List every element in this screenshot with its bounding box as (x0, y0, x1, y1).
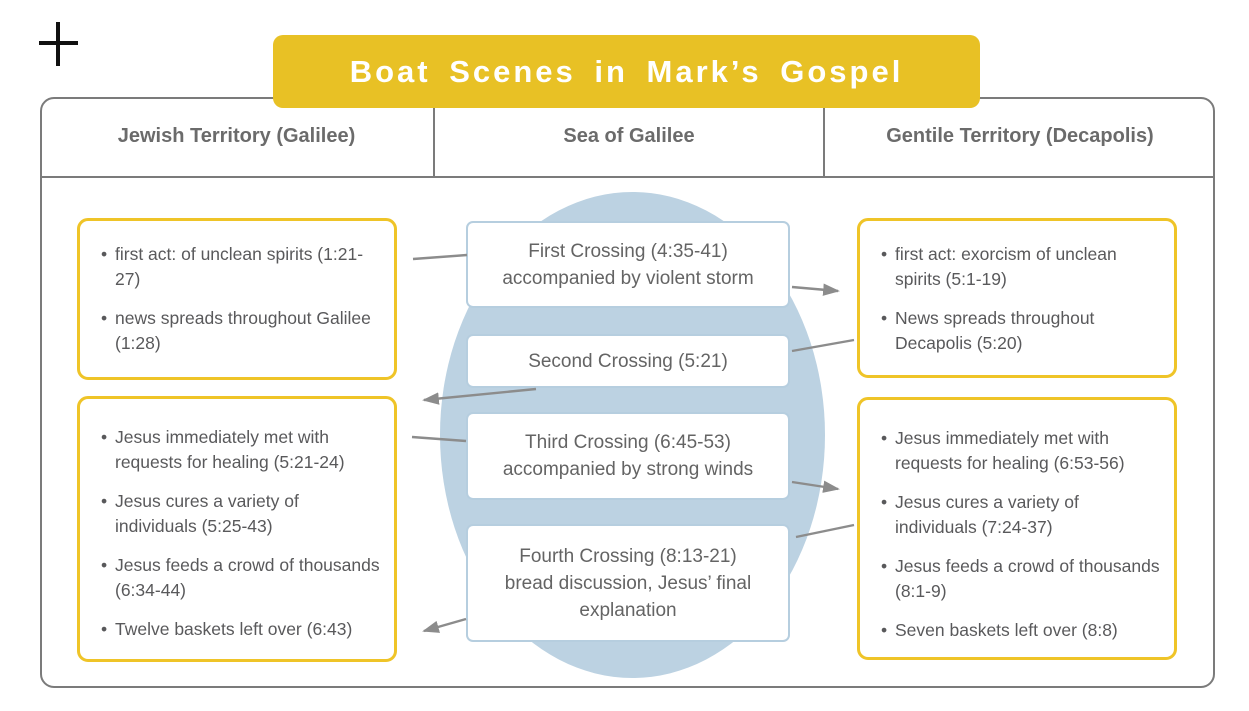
diagram-title-banner: Boat Scenes in Mark’s Gospel (273, 35, 980, 108)
decapolis-notes-box-top: first act: exorcism of unclean spirits (… (857, 218, 1177, 378)
fourth-crossing-line-1: Fourth Crossing (8:13-21) (519, 545, 737, 567)
list-item: news spreads throughout Galilee (1:28) (101, 306, 380, 356)
diagram-title: Boat Scenes in Mark’s Gospel (349, 53, 904, 89)
list-item: Jesus feeds a crowd of thousands (8:1-9) (881, 554, 1160, 604)
header-sea-of-galilee: Sea of Galilee (433, 97, 825, 176)
list-item: first act: of unclean spirits (1:21-27) (101, 242, 380, 292)
second-crossing-box: Second Crossing (5:21) (466, 334, 790, 388)
header-row: Jewish Territory (Galilee) Sea of Galile… (40, 97, 1215, 178)
list-item: first act: exorcism of unclean spirits (… (881, 242, 1160, 292)
list-item: Jesus feeds a crowd of thousands (6:34-4… (101, 553, 380, 603)
list-item: Jesus immediately met with requests for … (101, 425, 380, 475)
header-jewish-territory: Jewish Territory (Galilee) (117, 125, 356, 147)
first-crossing-line-2: accompanied by violent storm (502, 267, 754, 289)
crosshair-cursor (39, 22, 78, 66)
header-gentile-territory: Gentile Territory (Decapolis) (886, 125, 1154, 147)
list-item: News spreads throughout Decapolis (5:20) (881, 306, 1160, 356)
list-item: Seven baskets left over (8:8) (881, 618, 1160, 643)
fourth-crossing-line-3: explanation (579, 599, 677, 621)
first-crossing-line-1: First Crossing (4:35-41) (528, 240, 728, 262)
first-crossing-box: First Crossing (4:35-41) accompanied by … (466, 221, 790, 308)
third-crossing-line-2: accompanied by strong winds (502, 459, 754, 480)
list-item: Jesus cures a variety of individuals (5:… (101, 489, 380, 539)
fourth-crossing-line-2: bread discussion, Jesus’ final (504, 572, 752, 594)
list-item: Jesus cures a variety of individuals (7:… (881, 490, 1160, 540)
third-crossing-box: Third Crossing (6:45-53) accompanied by … (466, 412, 790, 500)
list-item: Jesus immediately met with requests for … (881, 426, 1160, 476)
list-item: Twelve baskets left over (6:43) (101, 617, 380, 642)
galilee-notes-box-bottom: Jesus immediately met with requests for … (77, 396, 397, 662)
second-crossing-line-1: Second Crossing (5:21) (528, 350, 728, 372)
galilee-notes-box-top: first act: of unclean spirits (1:21-27) … (77, 218, 397, 380)
decapolis-notes-box-bottom: Jesus immediately met with requests for … (857, 397, 1177, 660)
fourth-crossing-box: Fourth Crossing (8:13-21) bread discussi… (466, 524, 790, 642)
third-crossing-line-1: Third Crossing (6:45-53) (525, 432, 731, 453)
